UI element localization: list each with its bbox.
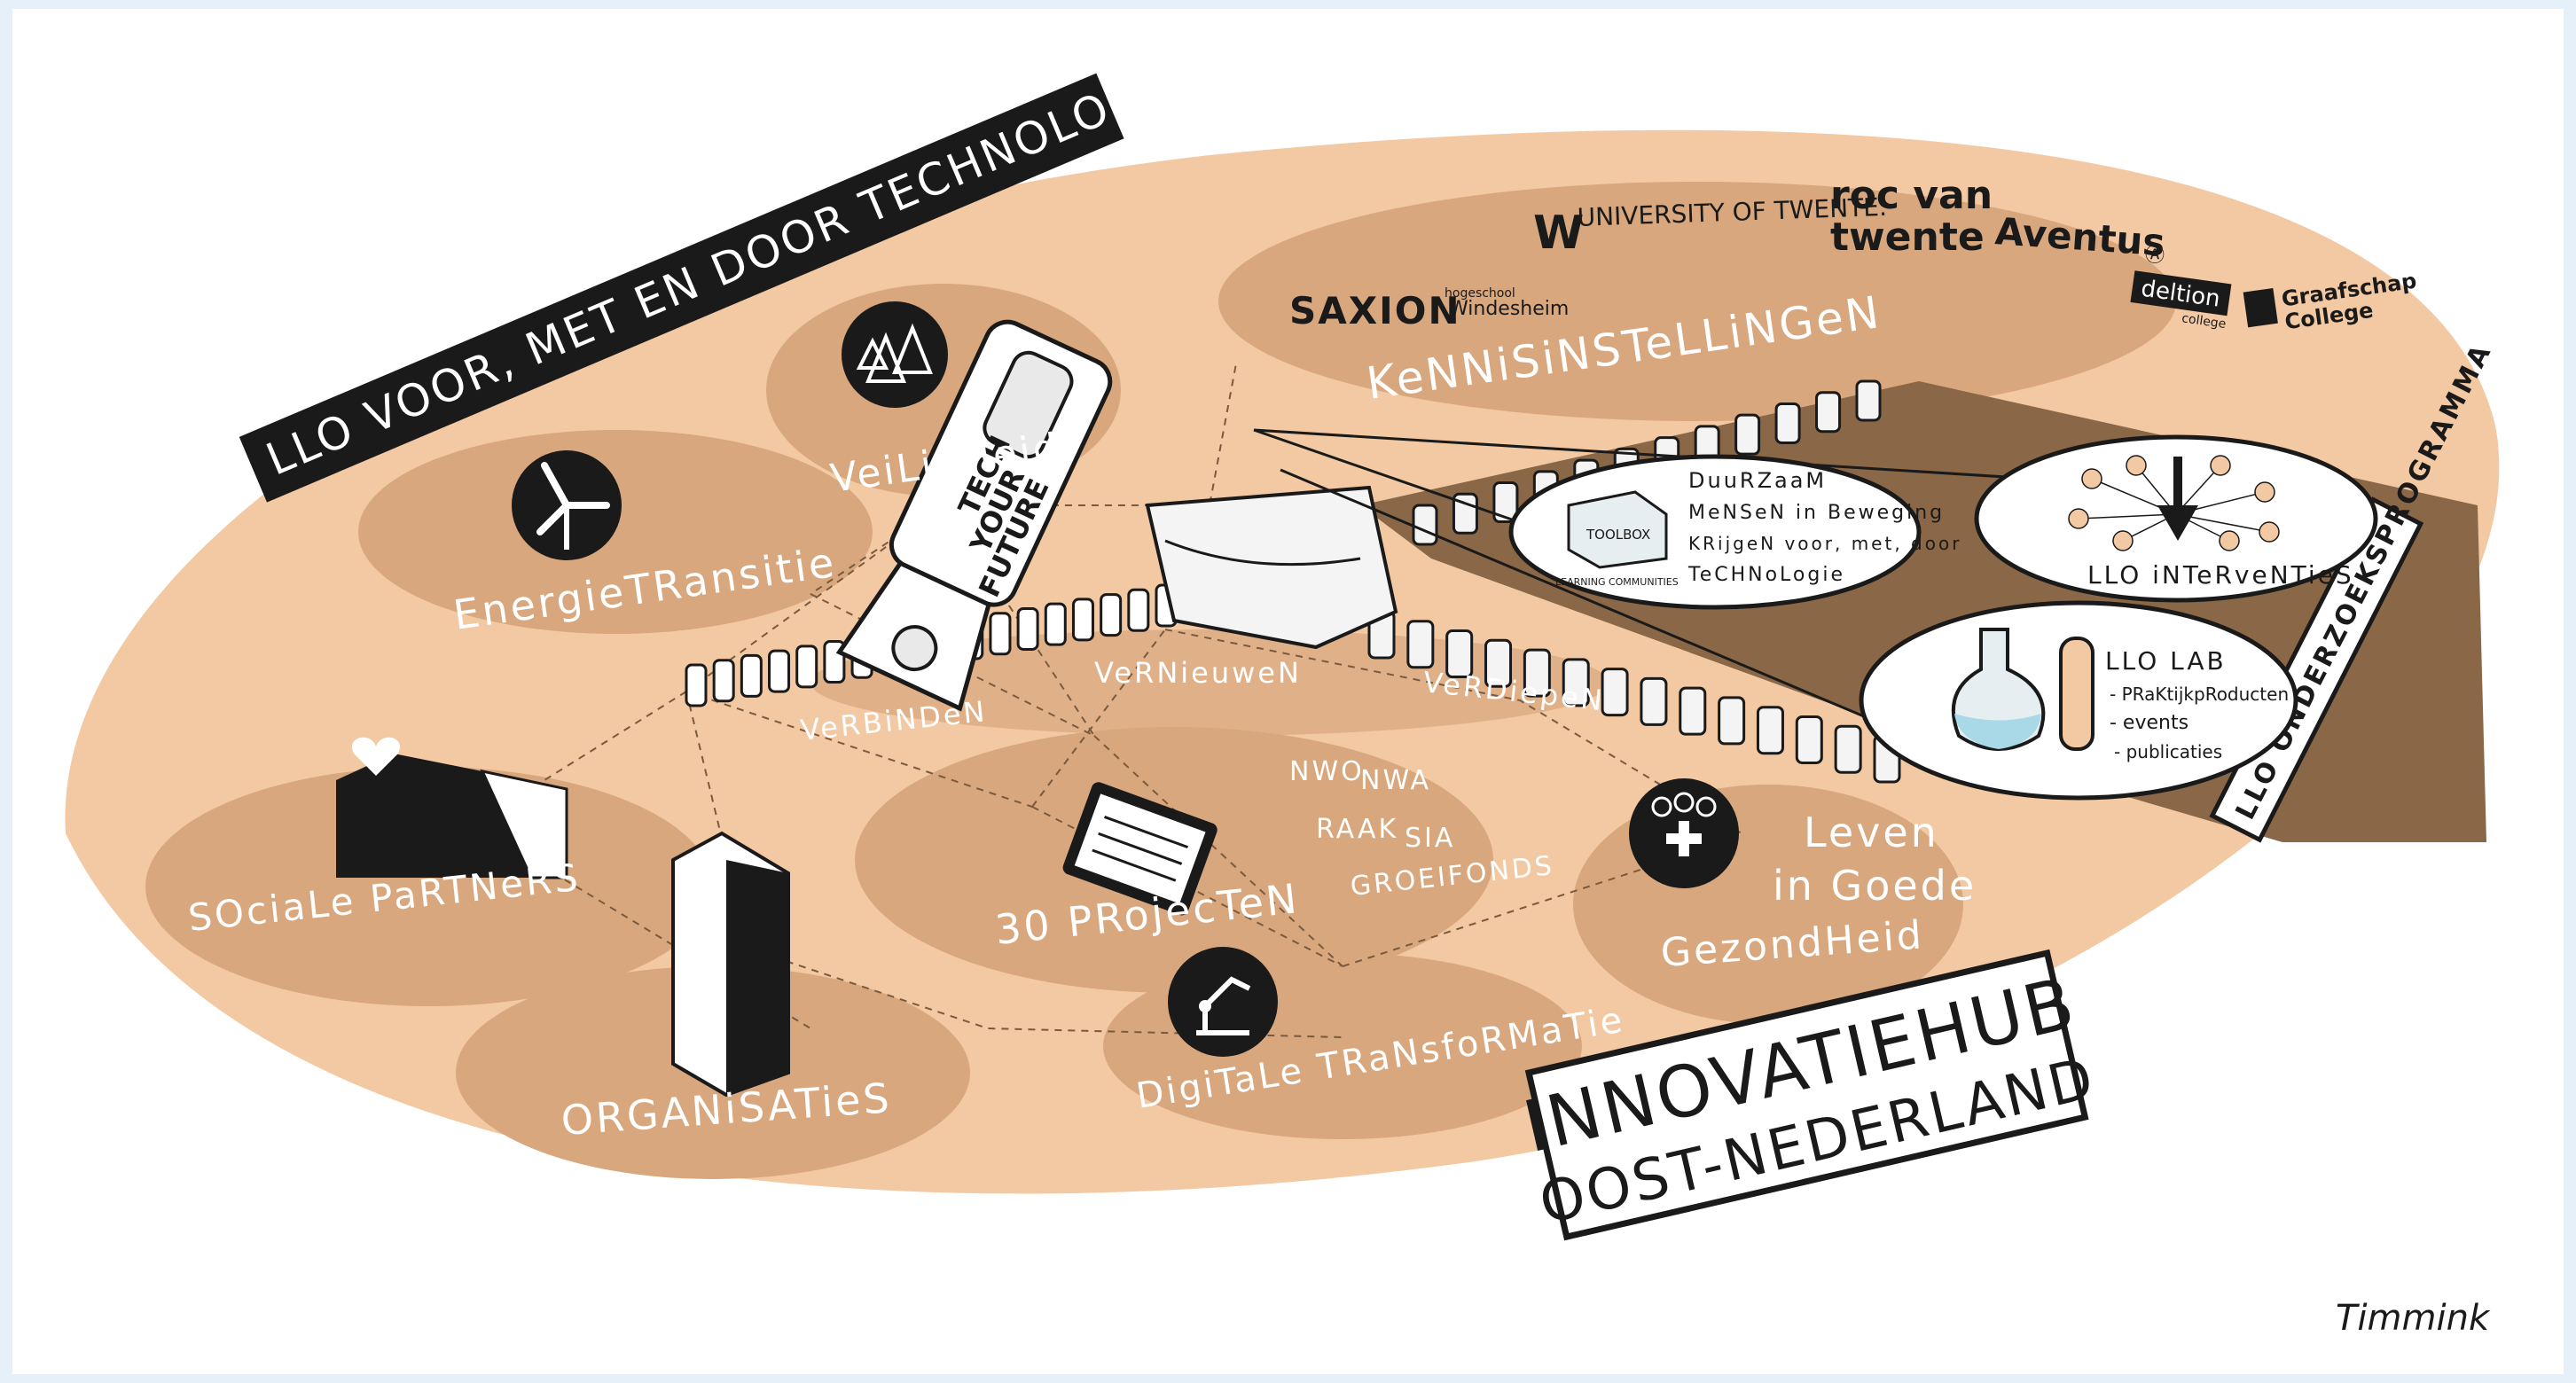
logo-deltion-small: college (2181, 311, 2227, 332)
blob-energietransitie (358, 430, 873, 634)
zipper-tooth (1679, 686, 1707, 736)
toolbox-circle: TOOLBOX LEARNING COMMUNITIES DuuRZaaM Me… (1508, 454, 1961, 610)
zipper-tooth (1044, 602, 1067, 646)
logo-windesheim-small: hogeschool (1445, 286, 1515, 301)
zipper-slider (1145, 485, 1398, 650)
signature: Timmink (2336, 1298, 2491, 1339)
blob-sociale-partners (145, 767, 713, 1006)
zipper-tooth (795, 645, 818, 689)
toolbox-line-1: DuuRZaaM (1688, 468, 1827, 493)
zipper-tooth (1492, 481, 1519, 524)
zipper-tooth (1834, 724, 1862, 774)
zipper-tooth (1795, 715, 1823, 764)
toolbox-label: TOOLBOX (1586, 527, 1650, 543)
test-tube-icon (2059, 637, 2094, 751)
toolbox-icon: TOOLBOX (1567, 490, 1668, 569)
lab-item-1: - PRaKtijkpRoducten (2110, 684, 2289, 705)
interventies-label: LLO iNTeRveNTieS (2087, 560, 2354, 590)
warning-signs-icon (842, 301, 948, 408)
zipper-tooth (1412, 504, 1438, 546)
zipper-tooth (685, 663, 708, 707)
health-people-icon (1629, 778, 1739, 888)
lab-circle: LLO LAB - PRaKtijkpRoducten - events - p… (1859, 600, 2298, 801)
zipper-tooth (1718, 696, 1746, 746)
zipper-tooth (1523, 648, 1551, 698)
lab-item-2: - events (2110, 712, 2188, 734)
zipper-tooth (1484, 638, 1513, 688)
logo-roc-1: roc van (1830, 173, 1993, 218)
zipper-tooth (1640, 676, 1668, 726)
zipper-tooth (1562, 658, 1590, 707)
zipper-tooth (1016, 606, 1039, 651)
funding-raak: RAAK (1316, 814, 1398, 845)
factory-icon (336, 737, 568, 879)
flask-icon (1951, 628, 2046, 751)
clipboard-icon (1062, 782, 1218, 916)
funding-nwo: NWO (1289, 756, 1365, 787)
zipper-tooth (1071, 598, 1094, 642)
logo-roc-2: twente (1830, 215, 1985, 260)
zipper-tooth (1406, 620, 1435, 669)
innovatiehub-illustration: TECH YOUR FUTURE LLO VOOR, MET EN DOOR T… (65, 50, 2500, 1339)
lab-item-3: - publicaties (2114, 741, 2222, 762)
blob-kennis (1218, 182, 2176, 421)
robot-arm-icon (1168, 947, 1278, 1057)
zipper-tooth (989, 612, 1012, 656)
lab-title: LLO LAB (2105, 646, 2227, 676)
toolbox-line-3: KRijgeN voor, met, door (1688, 533, 1961, 554)
zipper-tooth (1452, 492, 1478, 535)
zipper-tooth (1815, 391, 1842, 434)
zipper-tooth (1774, 402, 1801, 444)
zipper-tooth (1601, 668, 1629, 717)
zipper-tooth (768, 649, 791, 693)
toolbox-line-2: MeNSeN in Beweging (1688, 502, 1945, 524)
zipper-tooth (740, 653, 763, 698)
zipper-tooth (1756, 706, 1784, 755)
arrow-down-icon (2157, 457, 2198, 541)
zipper-tooth (1855, 379, 1882, 422)
zipper-tooth (1100, 593, 1123, 637)
interventies-circle: LLO iNTeRveNTieS (1974, 434, 2378, 603)
label-leven-2: in Goede (1773, 862, 1977, 910)
toolbox-sub: LEARNING COMMUNITIES (1555, 576, 1679, 588)
word-vernieuwen: VeRNieuweN (1094, 656, 1302, 690)
logo-deltion: deltion college (2130, 270, 2232, 332)
logo-windesheim-w: W (1533, 207, 1584, 260)
logo-windesheim: Windesheim (1449, 298, 1569, 320)
windmill-icon (512, 450, 622, 560)
institution-logos: SAXION hogeschool Windesheim W UNIVERSIT… (1289, 173, 2418, 334)
office-tower-icon (671, 831, 790, 1098)
label-leven-1: Leven (1804, 809, 1939, 856)
illustration-canvas: TECH YOUR FUTURE LLO VOOR, MET EN DOOR T… (12, 9, 2564, 1374)
zipper-tooth (712, 659, 735, 703)
logo-saxion: SAXION (1289, 289, 1461, 332)
zipper-pull: TECH YOUR FUTURE (835, 319, 1113, 712)
toolbox-line-4: TeCHNoLogie (1687, 564, 1845, 586)
logo-aventus-mark: Ⓐ (2145, 245, 2165, 267)
zipper-tooth (1734, 413, 1761, 456)
zipper-tooth (1127, 588, 1150, 632)
zipper-tooth (1445, 629, 1474, 679)
funding-sia: SIA (1405, 823, 1455, 854)
funding-nwa: NWA (1360, 765, 1431, 796)
